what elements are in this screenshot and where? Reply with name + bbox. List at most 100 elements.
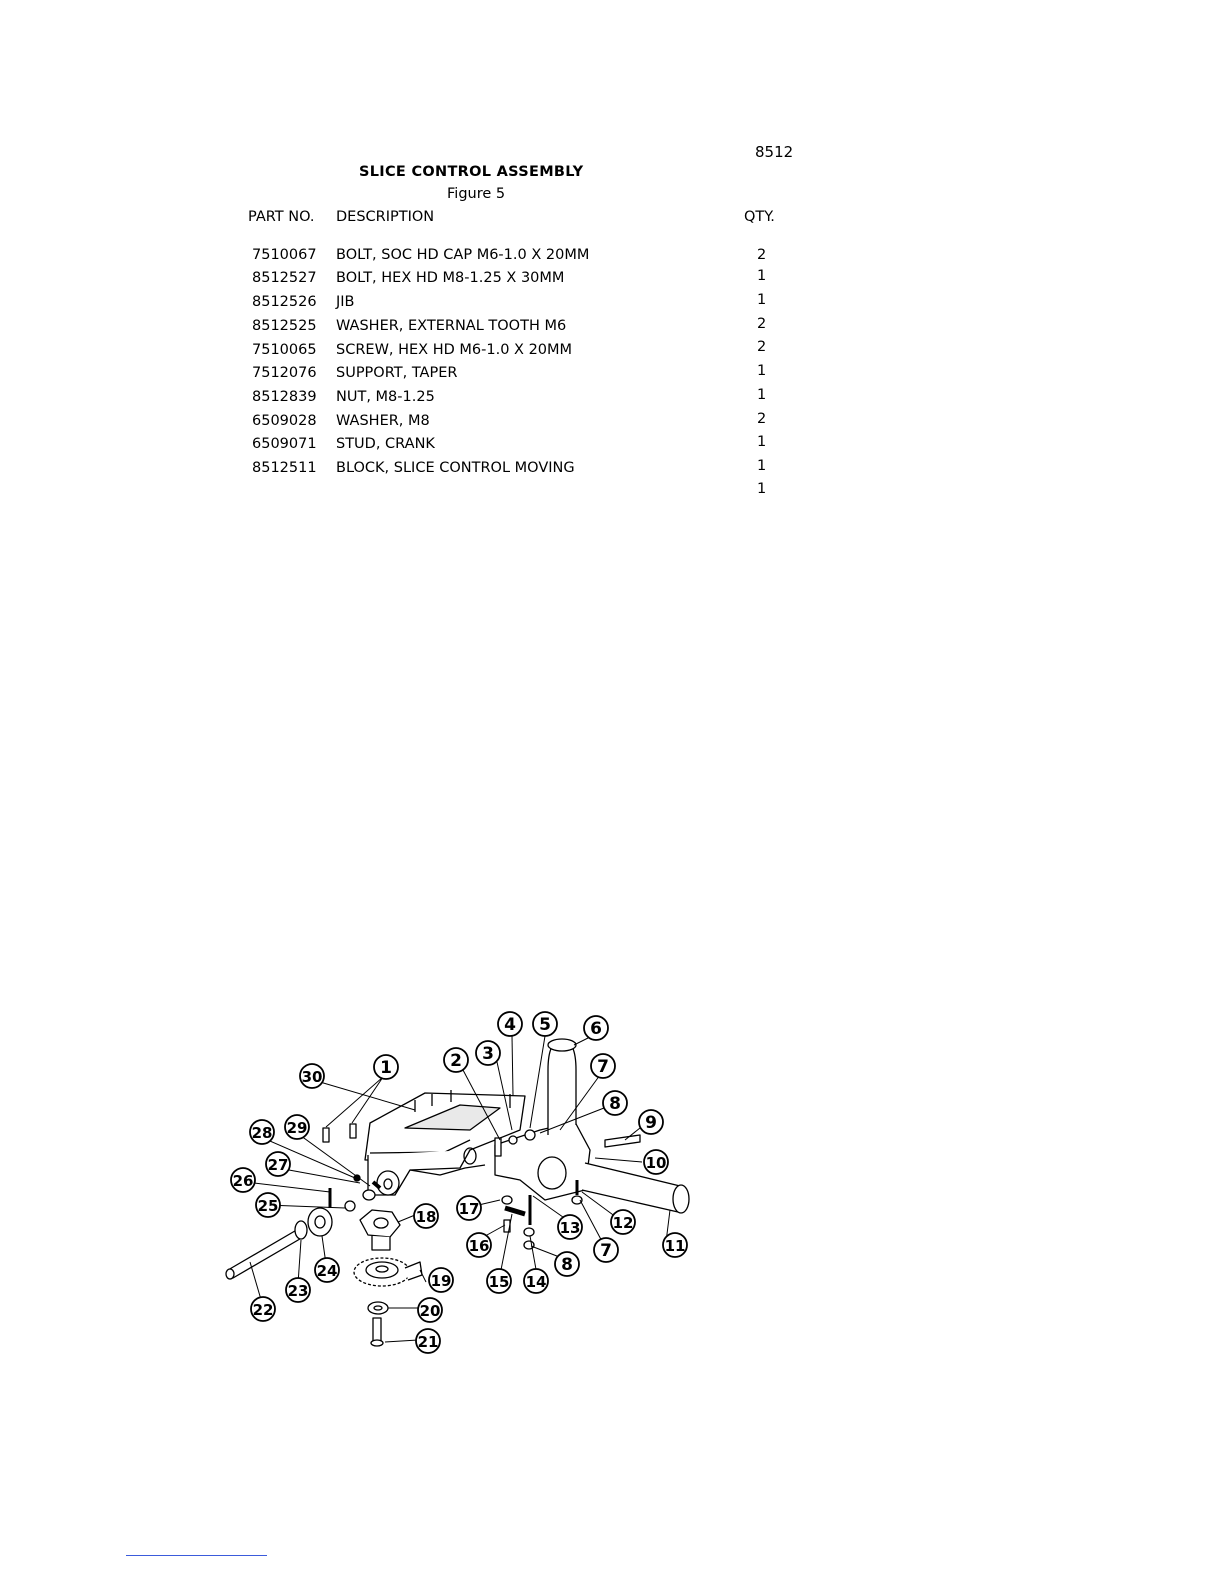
callout-23: 23 xyxy=(285,1277,311,1303)
callout-number: 23 xyxy=(288,1282,309,1300)
part-description: SUPPORT, TAPER xyxy=(336,365,458,381)
callout-number: 28 xyxy=(252,1124,273,1142)
callout-circle xyxy=(523,1268,549,1294)
callout-number: 25 xyxy=(258,1197,279,1215)
callout-number: 14 xyxy=(526,1273,547,1291)
callout-3: 3 xyxy=(475,1040,501,1066)
callout-7: 7 xyxy=(593,1237,619,1263)
callout-circle xyxy=(662,1232,688,1258)
callout-10: 10 xyxy=(643,1149,669,1175)
callout-circle xyxy=(583,1015,609,1041)
callout-circle xyxy=(250,1296,276,1322)
callout-number: 30 xyxy=(302,1068,323,1086)
callout-circle xyxy=(373,1054,399,1080)
part-number: 6509028 xyxy=(252,413,317,429)
callout-circle xyxy=(417,1297,443,1323)
qty-value: 2 xyxy=(757,316,767,332)
part-description: WASHER, M8 xyxy=(336,413,430,429)
callout-circle xyxy=(638,1109,664,1135)
callout-number: 5 xyxy=(539,1015,551,1035)
callout-number: 29 xyxy=(287,1119,308,1137)
header-qty: QTY. xyxy=(744,209,775,225)
callout-number: 27 xyxy=(268,1156,289,1174)
callout-number: 24 xyxy=(317,1262,338,1280)
callout-circle xyxy=(557,1214,583,1240)
callout-number: 20 xyxy=(420,1302,441,1320)
callout-7: 7 xyxy=(590,1053,616,1079)
qty-value: 1 xyxy=(757,268,767,284)
callout-29: 29 xyxy=(284,1114,310,1140)
callout-number: 21 xyxy=(418,1333,439,1351)
callout-22: 22 xyxy=(250,1296,276,1322)
part-description: JIB xyxy=(336,294,355,310)
callout-number: 16 xyxy=(469,1237,490,1255)
callout-21: 21 xyxy=(415,1328,441,1354)
callout-circle xyxy=(299,1063,325,1089)
callout-circle xyxy=(593,1237,619,1263)
callout-number: 2 xyxy=(450,1051,462,1071)
qty-value: 2 xyxy=(757,411,767,427)
callout-circle xyxy=(284,1114,310,1140)
callout-number: 11 xyxy=(665,1237,686,1255)
callout-number: 18 xyxy=(416,1208,437,1226)
qty-value: 1 xyxy=(757,481,767,497)
callout-14: 14 xyxy=(523,1268,549,1294)
callout-18: 18 xyxy=(413,1203,439,1229)
callout-11: 11 xyxy=(662,1232,688,1258)
callout-circle xyxy=(497,1011,523,1037)
block-bore xyxy=(376,1170,400,1196)
callout-25: 25 xyxy=(255,1192,281,1218)
callout-8: 8 xyxy=(602,1090,628,1116)
part-number: 8512511 xyxy=(252,460,317,476)
footer-link-underline xyxy=(126,1555,267,1556)
model-number: 8512 xyxy=(755,143,794,161)
callout-number: 7 xyxy=(600,1241,612,1261)
callout-circle xyxy=(285,1277,311,1303)
callout-circle xyxy=(602,1090,628,1116)
part-description: BOLT, SOC HD CAP M6-1.0 X 20MM xyxy=(336,247,590,263)
part-number: 7510065 xyxy=(252,342,317,358)
callout-circle xyxy=(466,1232,492,1258)
rod xyxy=(581,1162,687,1213)
callout-circle xyxy=(554,1251,580,1277)
part-number: 8512839 xyxy=(252,389,317,405)
qty-value: 1 xyxy=(757,292,767,308)
qty-value: 2 xyxy=(757,247,767,263)
callout-circle xyxy=(610,1209,636,1235)
callout-number: 9 xyxy=(645,1113,657,1133)
callout-circle xyxy=(230,1167,256,1193)
callout-circle xyxy=(314,1257,340,1283)
callout-circle xyxy=(265,1151,291,1177)
callout-1: 1 xyxy=(373,1054,399,1080)
callout-circle xyxy=(249,1119,275,1145)
callout-number: 19 xyxy=(431,1272,452,1290)
callout-circle xyxy=(415,1328,441,1354)
callout-12: 12 xyxy=(610,1209,636,1235)
callout-8: 8 xyxy=(554,1251,580,1277)
qty-value: 1 xyxy=(757,387,767,403)
header-description: DESCRIPTION xyxy=(336,209,435,225)
part-description: SCREW, HEX HD M6-1.0 X 20MM xyxy=(336,342,573,358)
callout-28: 28 xyxy=(249,1119,275,1145)
callout-6: 6 xyxy=(583,1015,609,1041)
callout-number: 3 xyxy=(482,1044,494,1064)
callout-17: 17 xyxy=(456,1195,482,1221)
part-number: 6509071 xyxy=(252,436,317,452)
callout-30: 30 xyxy=(299,1063,325,1089)
callout-number: 6 xyxy=(590,1019,602,1039)
part-number: 7510067 xyxy=(252,247,317,263)
callout-26: 26 xyxy=(230,1167,256,1193)
part-description: WASHER, EXTERNAL TOOTH M6 xyxy=(336,318,567,334)
callout-4: 4 xyxy=(497,1011,523,1037)
callout-number: 10 xyxy=(646,1154,667,1172)
callout-number: 8 xyxy=(561,1255,573,1275)
callout-number: 22 xyxy=(253,1301,274,1319)
callout-2: 2 xyxy=(443,1047,469,1073)
figure-label: Figure 5 xyxy=(447,186,506,202)
callout-circle xyxy=(475,1040,501,1066)
qty-value: 1 xyxy=(757,434,767,450)
callout-circle xyxy=(532,1011,558,1037)
qty-value: 2 xyxy=(757,339,767,355)
callout-15: 15 xyxy=(486,1268,512,1294)
